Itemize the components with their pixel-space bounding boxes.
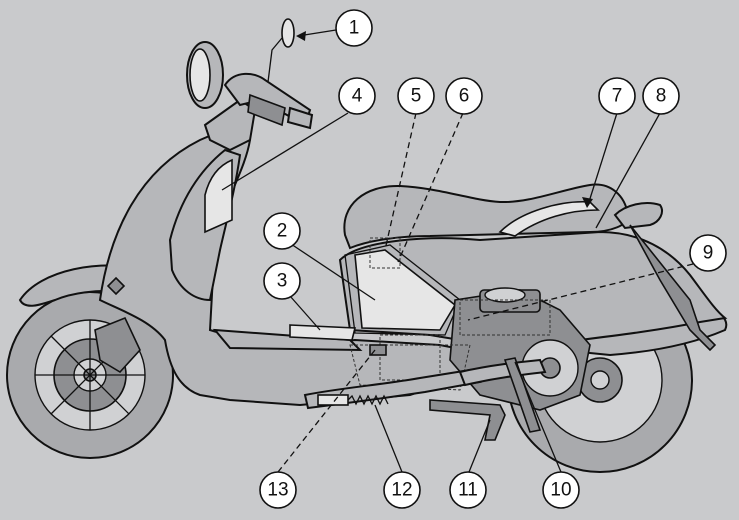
- leader-lines: [221, 29, 694, 473]
- callout-7: 7: [598, 77, 636, 115]
- callout-6-label: 6: [459, 86, 470, 107]
- front-compartment: [204, 158, 233, 234]
- callout-4: 4: [338, 77, 376, 115]
- callout-13: 13: [259, 471, 297, 509]
- leader-7: [587, 112, 618, 206]
- leader-10: [514, 361, 562, 473]
- leader-13: [277, 349, 376, 473]
- center-stand: [503, 357, 542, 433]
- callout-10-label: 10: [550, 480, 571, 501]
- callout-2-label: 2: [277, 221, 288, 242]
- leader-12: [374, 404, 403, 473]
- tail-light: [613, 202, 663, 230]
- handlebar: [223, 37, 314, 130]
- callout-9-label: 9: [703, 243, 714, 264]
- callout-12-label: 12: [391, 480, 412, 501]
- callout-11-label: 11: [458, 480, 478, 501]
- callout-1-label: 1: [349, 18, 360, 39]
- leader-8: [595, 112, 661, 229]
- front-emblem: [106, 276, 126, 296]
- rear-bracket: [629, 224, 717, 352]
- foot-panel: [289, 324, 357, 341]
- callout-3: 3: [263, 262, 301, 300]
- callout-12: 12: [383, 471, 421, 509]
- leader-2: [290, 243, 376, 301]
- side-panel-frame: [344, 244, 461, 336]
- battery-cover: [369, 344, 387, 356]
- rear-view-mirror: [281, 18, 295, 48]
- leader-4: [221, 112, 349, 191]
- callout-8: 8: [642, 77, 680, 115]
- leader-1-arrow: [296, 31, 306, 41]
- leader-5: [384, 112, 417, 251]
- leader-3: [289, 295, 321, 331]
- leader-6: [397, 112, 464, 263]
- callout-2: 2: [263, 212, 301, 250]
- callout-7-label: 7: [612, 86, 623, 107]
- callout-13-label: 13: [267, 480, 288, 501]
- callout-5-label: 5: [411, 86, 422, 107]
- callout-3-label: 3: [277, 271, 288, 292]
- callout-8-label: 8: [656, 86, 667, 107]
- callout-5: 5: [397, 77, 435, 115]
- side-stand: [429, 399, 506, 441]
- callout-4-label: 4: [352, 86, 363, 107]
- callout-1: 1: [335, 9, 373, 47]
- leader-11: [468, 419, 491, 473]
- callout-6: 6: [445, 77, 483, 115]
- front-wheel: [6, 291, 174, 459]
- leader-9: [467, 263, 694, 321]
- leader-7-arrow: [582, 197, 593, 208]
- exhaust-pipe: [458, 358, 547, 387]
- side-panel: [354, 249, 457, 331]
- return-spring: [317, 394, 389, 406]
- callout-10: 10: [542, 471, 580, 509]
- headlight: [186, 41, 224, 109]
- grab-rail: [498, 200, 600, 237]
- callout-11: 11: [449, 471, 487, 509]
- callout-9: 9: [689, 234, 727, 272]
